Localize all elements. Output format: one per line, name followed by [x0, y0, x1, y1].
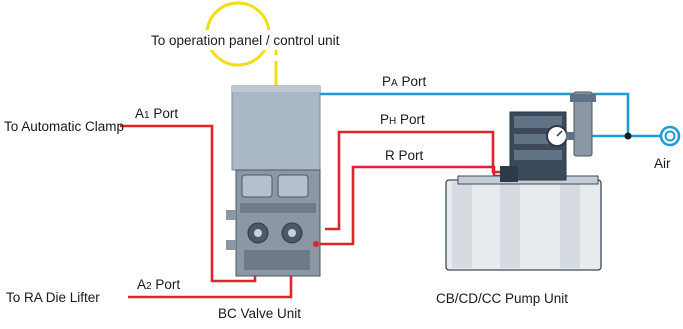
- bc-valve-unit-label: BC Valve Unit: [218, 306, 301, 321]
- air-junction: [624, 132, 632, 140]
- air-source-icon: [659, 125, 681, 147]
- svg-text:PA Port: PA Port: [382, 74, 426, 89]
- pa-port-label: PA Port: [382, 74, 426, 89]
- valve-unit-icon: [226, 85, 321, 277]
- r-port-label: R Port: [385, 148, 424, 163]
- svg-text:A2 Port: A2 Port: [137, 277, 180, 292]
- a2-port-label: A2 Port: [137, 277, 180, 292]
- operation-panel-label: To operation panel / control unit: [151, 33, 340, 48]
- ph-line: [325, 130, 508, 231]
- air-label: Air: [654, 156, 671, 171]
- ph-port-label: PH Port: [380, 112, 425, 127]
- a1-port-label: A1 Port: [135, 106, 178, 121]
- pressure-gauge-icon: [546, 91, 596, 157]
- operation-panel-connection: To operation panel / control unit: [150, 1, 420, 86]
- air-line: [320, 92, 660, 138]
- valve-solenoid-box: [231, 85, 321, 171]
- pump-unit-icon: [445, 111, 602, 271]
- to-ra-die-lifter-label: To RA Die Lifter: [6, 290, 100, 305]
- pump-unit-label: CB/CD/CC Pump Unit: [436, 291, 568, 306]
- svg-text:A1 Port: A1 Port: [135, 106, 178, 121]
- svg-text:PH Port: PH Port: [380, 112, 425, 127]
- to-automatic-clamp-label: To Automatic Clamp: [4, 119, 124, 134]
